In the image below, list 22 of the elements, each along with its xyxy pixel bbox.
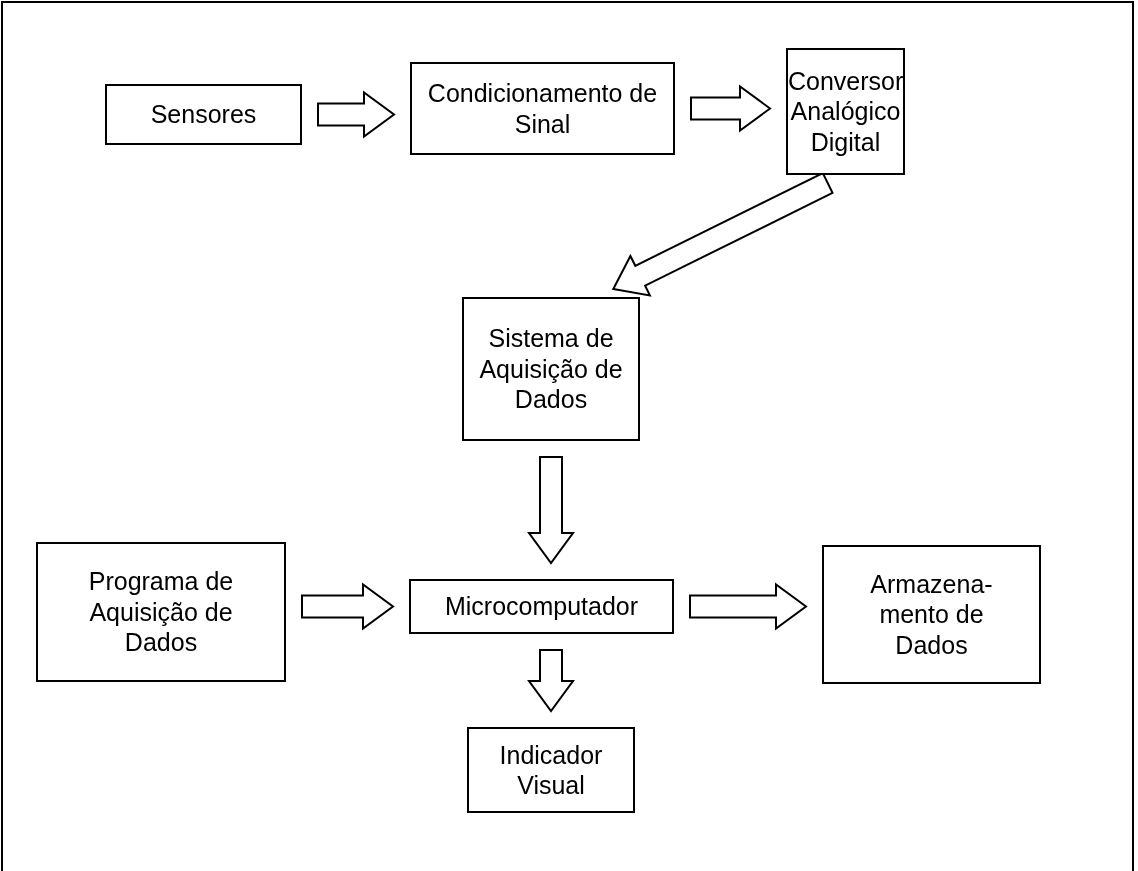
box-label: Armazena- mento de Dados bbox=[869, 568, 994, 661]
box-label: Indicador Visual bbox=[498, 739, 604, 801]
block-arrow bbox=[527, 456, 575, 565]
process-box bbox=[786, 48, 905, 175]
box-label: Microcomputador bbox=[444, 591, 639, 622]
block-arrow bbox=[317, 90, 396, 139]
process-box bbox=[36, 542, 286, 682]
block-arrow bbox=[527, 649, 575, 713]
box-label: Sensores bbox=[150, 99, 257, 130]
process-box bbox=[409, 579, 674, 634]
process-box bbox=[467, 727, 635, 813]
block-arrow bbox=[690, 84, 772, 133]
process-box bbox=[822, 545, 1041, 684]
process-box bbox=[410, 62, 675, 155]
block-arrow bbox=[689, 582, 808, 631]
process-box bbox=[105, 84, 302, 145]
process-box bbox=[462, 297, 640, 441]
box-label: Conversor Analógico Digital bbox=[788, 65, 903, 158]
box-label: Condicionamento de Sinal bbox=[427, 78, 658, 139]
block-arrow bbox=[301, 582, 395, 631]
box-label: Programa de Aquisição de Dados bbox=[87, 566, 235, 658]
box-label: Sistema de Aquisição de Dados bbox=[478, 323, 624, 415]
